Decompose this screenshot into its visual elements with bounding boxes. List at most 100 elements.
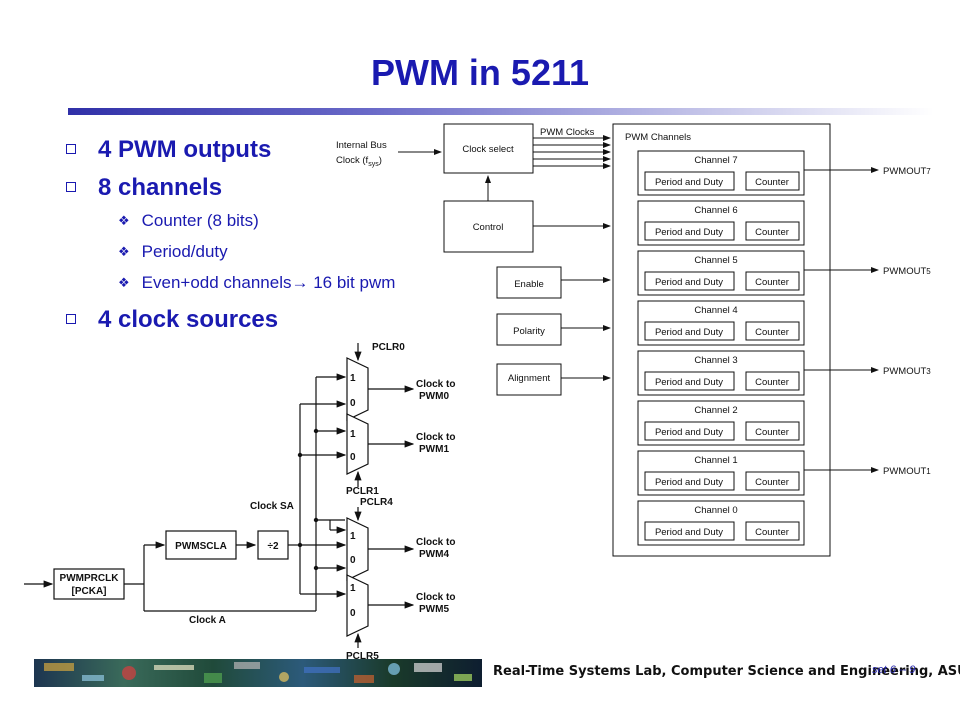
counter-label: Counter (755, 227, 789, 238)
pclr0-label: PCLR0 (372, 342, 405, 353)
mux5-input0: 0 (350, 608, 356, 619)
pwmprclk-pcka-label: [PCKA] (72, 586, 107, 597)
pwm-output-label: PWMOUT1 (883, 466, 931, 477)
square-bullet-icon (66, 182, 76, 192)
pclr1-label: PCLR1 (346, 486, 379, 497)
channel-label: Channel 3 (694, 355, 737, 366)
bullet-clock-sources: 4 clock sources (66, 306, 278, 334)
counter-box (745, 471, 800, 491)
clock-sa-label: Clock SA (250, 501, 294, 512)
counter-label: Counter (755, 277, 789, 288)
mux0-input0: 0 (350, 398, 356, 409)
diamond-bullet-icon: ❖ (118, 275, 130, 290)
mux4-input0: 0 (350, 555, 356, 566)
internal-bus-label: Internal Bus (336, 140, 387, 151)
period-duty-label: Period and Duty (655, 427, 723, 438)
bullet-pwm-outputs: 4 PWM outputs (66, 136, 271, 164)
enable-label: Enable (514, 279, 544, 290)
channel-label: Channel 4 (694, 305, 737, 316)
sub-bullet-text: Counter (8 bits) (141, 211, 259, 230)
counter-box (745, 521, 800, 541)
period-duty-label: Period and Duty (655, 477, 723, 488)
period-duty-box (644, 221, 735, 241)
counter-box (745, 371, 800, 391)
mux0-input1: 1 (350, 373, 356, 384)
clock-to-pwm1-line1: Clock to (416, 432, 455, 443)
sub-bullet-text: Even+odd channels (141, 273, 292, 292)
pclr5-label: PCLR5 (346, 651, 379, 662)
counter-label: Counter (755, 427, 789, 438)
period-duty-label: Period and Duty (655, 327, 723, 338)
mux1-input1: 1 (350, 429, 356, 440)
clock-to-pwm0-line2: PWM0 (419, 391, 449, 402)
square-bullet-icon (66, 144, 76, 154)
channel-label: Channel 2 (694, 405, 737, 416)
counter-label: Counter (755, 177, 789, 188)
polarity-label: Polarity (513, 326, 545, 337)
sub-bullet-period: ❖Period/duty (118, 242, 228, 262)
sub-bullet-text-tail: 16 bit pwm (308, 273, 396, 292)
pwm-output-label: PWMOUT5 (883, 266, 931, 277)
internal-bus-clock-label: Clock (fsys) (336, 155, 382, 168)
bullet-text: 4 PWM outputs (98, 136, 272, 163)
pwm-output-label: PWMOUT3 (883, 366, 931, 377)
clock-select-label: Clock select (462, 144, 514, 155)
mux5-input1: 1 (350, 583, 356, 594)
period-duty-box (644, 271, 735, 291)
channel-label: Channel 1 (694, 455, 737, 466)
period-duty-box (644, 521, 735, 541)
pwm-output-label: PWMOUT7 (883, 166, 931, 177)
period-duty-label: Period and Duty (655, 377, 723, 388)
arrow-icon: → (291, 273, 309, 292)
clock-a-label: Clock A (189, 615, 226, 626)
sub-bullet-even-odd: ❖ Even+odd channels→ 16 bit pwm (118, 273, 395, 293)
footer-banner-image (34, 659, 482, 687)
bullet-channels: 8 channels (66, 174, 222, 202)
sub-bullet-counter: ❖ Counter (8 bits) (118, 211, 259, 231)
clock-to-pwm5-line1: Clock to (416, 592, 455, 603)
channel-label: Channel 5 (694, 255, 737, 266)
counter-box (745, 171, 800, 191)
slide-title: PWM in 5211 (370, 52, 590, 93)
div2-label: ÷2 (267, 541, 278, 552)
period-duty-box (644, 471, 735, 491)
counter-box (745, 321, 800, 341)
diamond-bullet-icon: ❖ (118, 244, 130, 259)
pwm-channels-label: PWM Channels (625, 132, 691, 143)
pwmprclk-label: PWMPRCLK (60, 573, 120, 584)
period-duty-box (644, 371, 735, 391)
slide-number: set 6 -- 9 (872, 664, 916, 676)
square-bullet-icon (66, 314, 76, 324)
mux4-input1: 1 (350, 531, 356, 542)
pwm-clocks-label: PWM Clocks (540, 127, 595, 138)
bullet-text: 8 channels (98, 174, 223, 201)
mux1-input0: 0 (350, 452, 356, 463)
counter-box (745, 421, 800, 441)
control-label: Control (473, 222, 504, 233)
counter-box (745, 271, 800, 291)
channel-label: Channel 7 (694, 155, 737, 166)
clock-to-pwm4-line2: PWM4 (419, 549, 449, 560)
counter-label: Counter (755, 527, 789, 538)
title-underline (68, 108, 934, 115)
period-duty-label: Period and Duty (655, 227, 723, 238)
clock-to-pwm5-line2: PWM5 (419, 604, 449, 615)
bullet-text: 4 clock sources (98, 306, 279, 333)
clock-to-pwm0-line1: Clock to (416, 379, 455, 390)
period-duty-box (644, 171, 735, 191)
pwmscla-label: PWMSCLA (175, 541, 227, 552)
clock-to-pwm4-line1: Clock to (416, 537, 455, 548)
channel-label: Channel 6 (694, 205, 737, 216)
diamond-bullet-icon: ❖ (118, 213, 130, 228)
counter-label: Counter (755, 377, 789, 388)
counter-label: Counter (755, 327, 789, 338)
counter-box (745, 221, 800, 241)
pclr4-label: PCLR4 (360, 497, 393, 508)
period-duty-box (644, 421, 735, 441)
period-duty-label: Period and Duty (655, 277, 723, 288)
period-duty-label: Period and Duty (655, 527, 723, 538)
period-duty-box (644, 321, 735, 341)
footer-text: Real-Time Systems Lab, Computer Science … (493, 664, 960, 679)
alignment-label: Alignment (508, 373, 551, 384)
